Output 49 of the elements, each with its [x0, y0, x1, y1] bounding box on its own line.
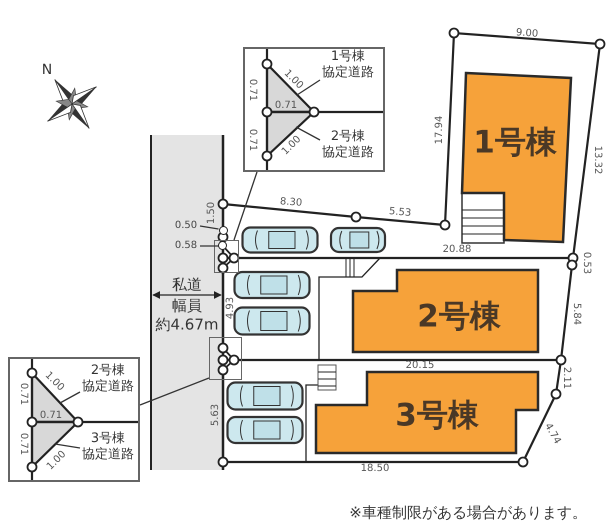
dimension-label: 5.53 [388, 207, 412, 219]
building-footprint [462, 73, 571, 242]
building-label: 3号棟 [395, 400, 479, 432]
dimension-label: 0.71 [18, 382, 28, 406]
inset-label: 1号棟協定道路 [320, 49, 376, 83]
building-label: 1号棟 [473, 128, 557, 158]
detail-marker [214, 240, 239, 273]
dimension-label: 0.71 [247, 78, 257, 102]
dimension-label: 1.50 [207, 202, 217, 224]
dimension-label: 18.50 [360, 464, 390, 474]
dimension-label: 5.84 [571, 302, 581, 326]
inset-box [8, 357, 140, 482]
inset-label: 2号棟協定道路 [320, 129, 376, 163]
inset-label: 3号棟協定道路 [80, 431, 136, 465]
dimension-label: 17.94 [435, 116, 445, 144]
leader-line [296, 79, 320, 96]
road-label: 私道 [172, 278, 202, 292]
leader-line [60, 391, 80, 404]
dimension-label: 9.00 [516, 28, 538, 40]
leader-line [140, 377, 210, 406]
leader-line [233, 172, 258, 240]
dimension-label: 0.53 [581, 252, 591, 274]
dimension-label: 20.15 [406, 361, 434, 371]
leader-line [54, 443, 80, 449]
dimension-label: 2.11 [561, 366, 571, 390]
dimension-label: 8.30 [280, 197, 302, 209]
dimension-label: 4.93 [226, 296, 236, 320]
dimension-label: 0.71 [247, 128, 257, 152]
detail-marker [209, 337, 242, 380]
leader-line [200, 225, 219, 230]
dimension-label: 5.63 [211, 404, 221, 426]
building-footprint [316, 372, 538, 453]
leader-line [200, 245, 218, 247]
dimension-label: 0.71 [274, 101, 298, 111]
note-text: ※車種制限がある場合があります。 [349, 506, 587, 520]
road-label: 幅員 [172, 298, 202, 314]
road-label: 約4.67m [156, 318, 218, 332]
leader-line [296, 126, 320, 141]
inset-label: 2号棟協定道路 [80, 363, 136, 397]
inset-box [243, 47, 385, 172]
dimension-label: 20.88 [442, 245, 472, 255]
north-label: N [42, 63, 52, 77]
dimension-label: 0.71 [40, 411, 62, 421]
building-label: 2号棟 [417, 302, 501, 332]
dimension-label: 0.50 [172, 220, 200, 232]
dimension-label: 13.32 [592, 146, 602, 174]
dimension-label: 0.71 [18, 432, 28, 456]
dimension-label: 0.58 [172, 240, 200, 252]
building-footprint [353, 270, 538, 352]
